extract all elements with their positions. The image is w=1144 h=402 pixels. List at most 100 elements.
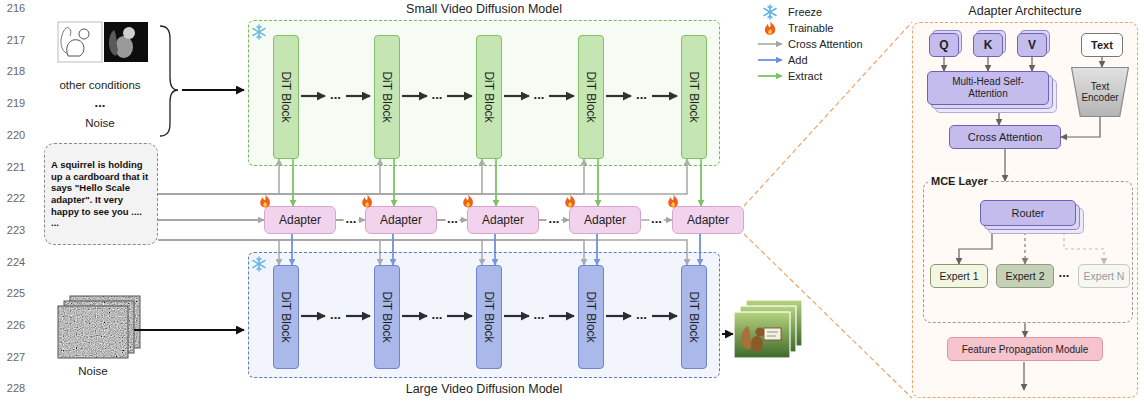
node-label: DiT Block <box>687 71 701 122</box>
legend-label: Trainable <box>788 21 833 35</box>
node-label: A squirrel is holding up a cardboard tha… <box>51 159 151 228</box>
ellipsis: ... <box>534 308 545 322</box>
line-number: 218 <box>7 64 25 78</box>
connector <box>744 22 912 206</box>
attention-box: Multi-Head Self-Attention <box>927 71 1049 105</box>
node-label: DiT Block <box>279 291 293 342</box>
connector <box>597 159 599 206</box>
dit-block: DiT Block <box>374 35 400 159</box>
prompt-box: A squirrel is holding up a cardboard tha… <box>44 143 158 245</box>
node-label: V <box>1028 38 1036 52</box>
node-label: Q <box>939 38 948 52</box>
line-number: 228 <box>7 381 25 395</box>
dit-block: DiT Block <box>273 35 299 159</box>
ellipsis: ... <box>547 212 562 226</box>
ellipsis: ... <box>95 96 106 110</box>
input-token: K <box>973 33 1003 57</box>
sketch-stroke <box>61 28 71 54</box>
trainable-icon <box>463 195 473 208</box>
node-label: DiT Block <box>584 291 598 342</box>
input-token: Q <box>929 33 959 57</box>
attention-box: Cross Attention <box>949 125 1061 149</box>
line-number: 226 <box>7 318 25 332</box>
dit-block: DiT Block <box>273 265 299 369</box>
dit-block: DiT Block <box>681 35 707 159</box>
node-label: DiT Block <box>380 71 394 122</box>
frame-title: Large Video Diffusion Model <box>209 382 759 397</box>
node-label: DiT Block <box>687 291 701 342</box>
line-number: 222 <box>7 191 25 205</box>
node-label: DiT Block <box>279 71 293 122</box>
node-label: Text <box>1091 39 1113 51</box>
dit-block: DiT Block <box>578 35 604 159</box>
connector <box>292 159 294 206</box>
ellipsis: ... <box>432 88 443 102</box>
node-label: Feature Propagation Module <box>962 344 1089 355</box>
node-label: DiT Block <box>584 71 598 122</box>
adapter-box: Adapter <box>569 206 641 234</box>
line-number: 217 <box>7 33 25 47</box>
line-number: 227 <box>7 350 25 364</box>
architecture-panel: Adapter ArchitectureQKVTextMulti-Head Se… <box>912 22 1138 398</box>
node-label: Cross Attention <box>968 131 1043 143</box>
node-label: Adapter <box>279 213 321 227</box>
dit-block: DiT Block <box>374 265 400 369</box>
connector <box>744 234 912 398</box>
legend-label: Extract <box>788 69 822 83</box>
input-token: Text <box>1081 33 1123 57</box>
output-frames <box>734 300 802 358</box>
node-label: DiT Block <box>482 71 496 122</box>
ellipsis: ... <box>330 308 341 322</box>
adapter-box: Adapter <box>672 206 744 234</box>
node-label: Adapter <box>687 213 729 227</box>
trainable-icon <box>260 195 270 208</box>
ellipsis: ... <box>330 88 341 102</box>
line-number: 221 <box>7 160 25 174</box>
node-label: Adapter <box>584 213 626 227</box>
depth-shape <box>123 27 135 39</box>
ellipsis: ... <box>636 88 647 102</box>
ellipsis: ... <box>1059 266 1070 280</box>
ellipsis: ... <box>344 212 359 226</box>
dit-block: DiT Block <box>578 265 604 369</box>
expert-box: Expert 2 <box>996 264 1054 288</box>
input-token: V <box>1017 33 1047 57</box>
line-number: 225 <box>7 286 25 300</box>
node-label: DiT Block <box>482 291 496 342</box>
ellipsis: ... <box>636 308 647 322</box>
depth-shape <box>115 36 133 58</box>
sketch-image <box>58 22 102 62</box>
input-label: Noise <box>78 364 107 378</box>
node-label: DiT Block <box>380 291 394 342</box>
module-box: Feature Propagation Module <box>947 337 1103 361</box>
trainable-icon <box>565 195 575 208</box>
node-label: Expert 2 <box>1005 270 1044 282</box>
connector <box>393 159 395 206</box>
line-number: 223 <box>7 223 25 237</box>
adapter-box: Adapter <box>467 206 539 234</box>
layer-group: MCE LayerRouterExpert 1Expert 2Expert N <box>923 181 1133 323</box>
input-arrow <box>134 329 244 331</box>
node-label: Adapter <box>482 213 524 227</box>
sketch-stroke <box>79 29 89 39</box>
frame-title: MCE Layer <box>929 174 990 188</box>
frame-title: Small Video Diffusion Model <box>209 2 759 17</box>
router-box: Router <box>980 200 1076 226</box>
model-frame: Large Video Diffusion ModelDiT BlockDiT … <box>248 252 720 378</box>
condition-images <box>58 22 148 62</box>
adapter-box: Adapter <box>365 206 437 234</box>
legend-label: Freeze <box>788 5 822 19</box>
depth-shape <box>109 30 118 56</box>
node-label: Expert 1 <box>939 270 978 282</box>
expert-box: Expert 1 <box>930 264 988 288</box>
input-label: Noise <box>85 116 114 130</box>
node-label: Multi-Head Self-Attention <box>943 76 1033 100</box>
line-number: 220 <box>7 128 25 142</box>
noise-frames <box>58 296 140 358</box>
dit-block: DiT Block <box>476 265 502 369</box>
legend-label: Add <box>788 53 808 67</box>
input-label: other conditions <box>59 78 140 92</box>
line-number: 224 <box>7 255 25 269</box>
trainable-icon <box>668 195 678 208</box>
